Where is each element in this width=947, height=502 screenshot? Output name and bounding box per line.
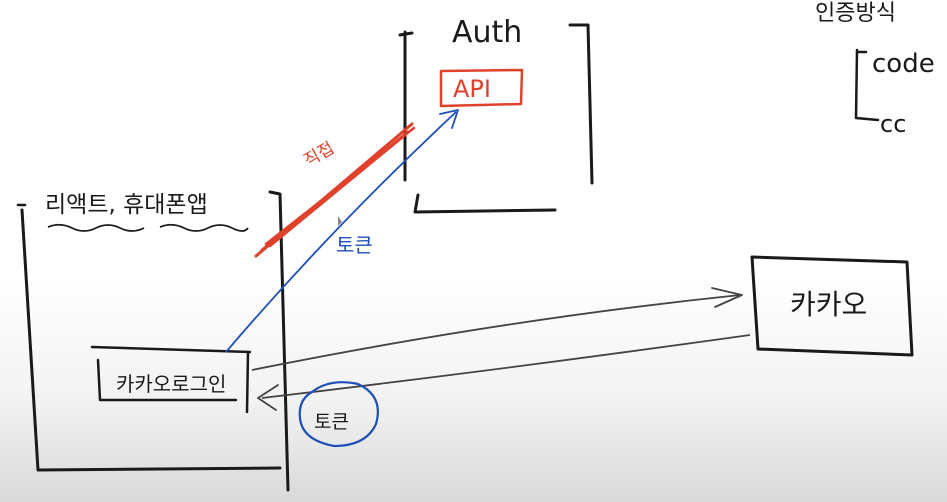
auth-title: Auth <box>452 15 522 50</box>
arrow-login-to-kakao <box>251 287 743 371</box>
api-label: API <box>453 75 491 103</box>
auth-methods-title: 인증방식 <box>815 1 896 26</box>
api-box: API <box>439 68 524 108</box>
token-circle-label: 토큰 <box>314 411 349 433</box>
kakao-label: 카카오 <box>790 288 867 321</box>
cursor-icon <box>338 216 342 226</box>
direct-label: 직접 <box>301 138 338 171</box>
auth-methods-note: 인증방식 code cc <box>815 1 935 138</box>
client-title: 리액트, 휴대폰앱 <box>45 192 208 218</box>
kakao-login-box: 카카오로그인 <box>90 345 252 414</box>
kakao-login-label: 카카오로그인 <box>116 372 226 396</box>
method-cc: cc <box>880 110 906 138</box>
direct-scribble: 직접 <box>254 122 416 258</box>
method-code: code <box>872 49 935 79</box>
token-label: 토큰 <box>336 233 373 257</box>
auth-box: Auth <box>398 15 594 214</box>
arrow-token-to-api: 토큰 <box>225 109 459 353</box>
client-box: 리액트, 휴대폰앱 <box>16 190 290 492</box>
arrow-kakao-to-client <box>257 334 751 411</box>
token-circle: 토큰 <box>298 381 379 448</box>
kakao-box: 카카오 <box>750 255 914 357</box>
